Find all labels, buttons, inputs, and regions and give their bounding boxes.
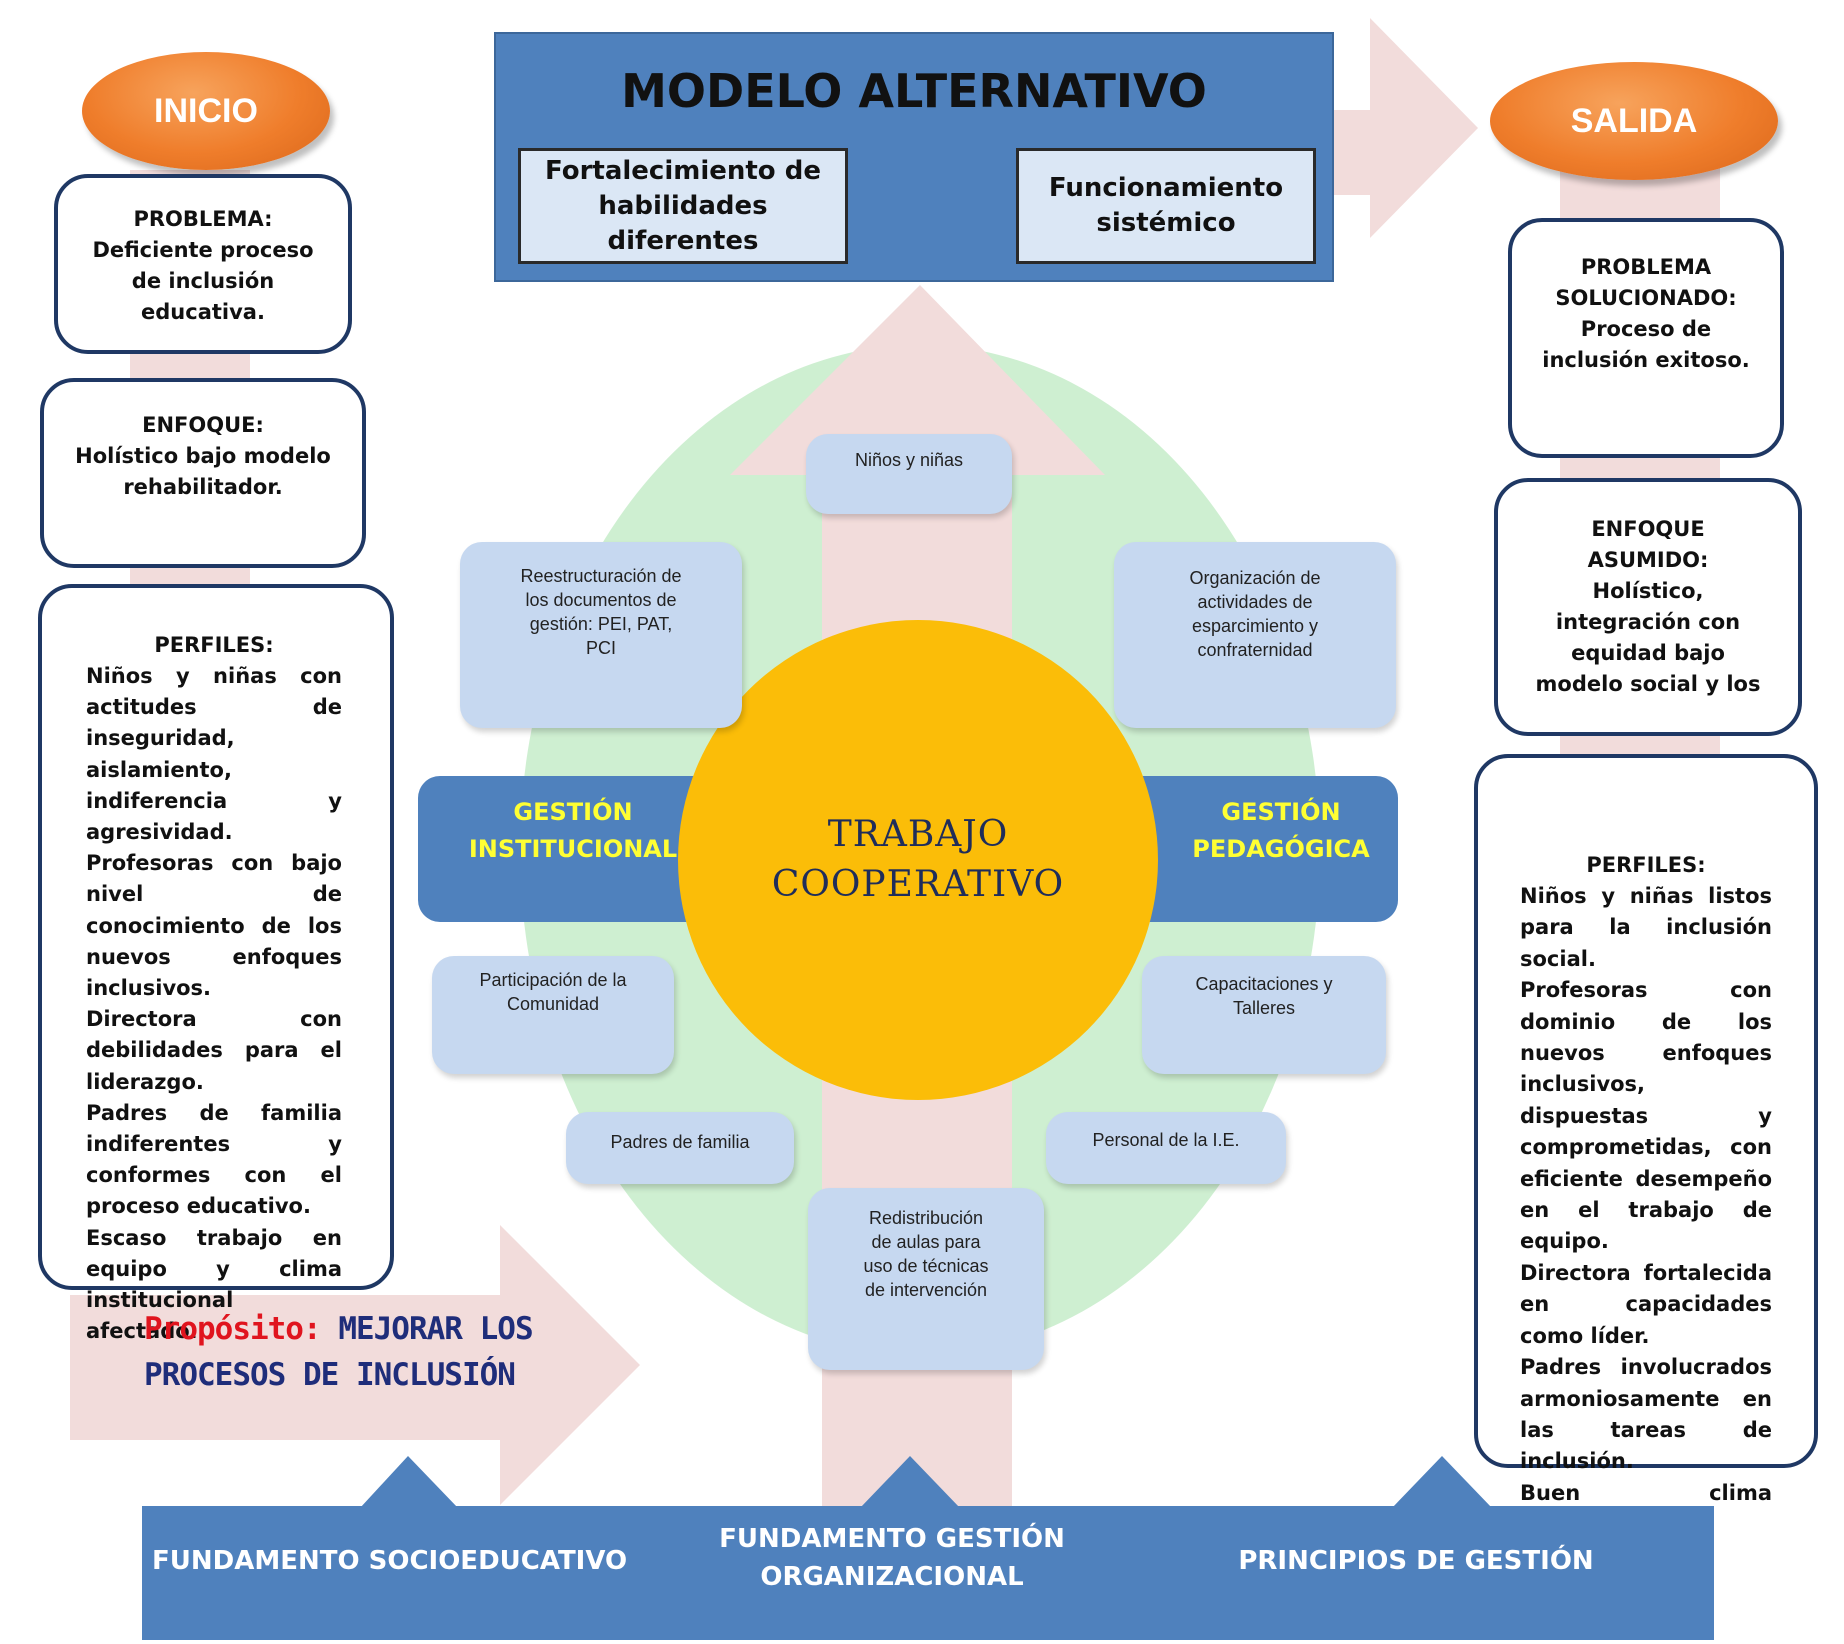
node-redistribucion-line-2: de aulas para [871, 1232, 981, 1252]
right-perfiles-p4: Padres involucrados armoniosamente en la… [1520, 1355, 1772, 1474]
gestion-pedagogica-line-1: GESTIÓN [1221, 798, 1341, 826]
left-problema-line-3: educativa. [141, 300, 265, 324]
fundamento-socioeducativo: FUNDAMENTO SOCIOEDUCATIVO [152, 1546, 628, 1576]
proposito-label: Propósito: [144, 1311, 322, 1347]
left-enfoque-box: ENFOQUE: Holístico bajo modelo rehabilit… [40, 378, 366, 568]
left-perfiles-p1: Niños y niñas con actitudes de insegurid… [86, 664, 342, 845]
bottom-bar: FUNDAMENTO SOCIOEDUCATIVO FUNDAMENTO GES… [142, 1506, 1714, 1640]
node-reestructuracion-line-4: PCI [585, 638, 616, 658]
node-personal-line-1: Personal de la I.E. [1092, 1130, 1240, 1150]
node-participacion-line-1: Participación de la [479, 970, 627, 990]
top-right-arrow [1330, 18, 1478, 238]
node-redistribucion-line-4: de intervención [864, 1280, 988, 1300]
right-enfoque-line-1: ENFOQUE [1591, 517, 1705, 541]
right-perfiles-p1: Niños y niñas listos para la inclusión s… [1520, 884, 1772, 971]
node-redistribucion: Redistribución de aulas para uso de técn… [808, 1188, 1044, 1370]
gestion-pedagogica-bar: GESTIÓN PEDAGÓGICA [1120, 776, 1398, 922]
node-organizacion-line-3: esparcimiento y [1191, 616, 1319, 636]
node-organizacion-line-1: Organización de [1189, 568, 1321, 588]
funcionamiento-line-2: sistémico [1096, 208, 1236, 238]
right-problema-box: PROBLEMA SOLUCIONADO: Proceso de inclusi… [1508, 218, 1784, 458]
node-capacitaciones-line-1: Capacitaciones y [1195, 974, 1333, 994]
right-perfiles-heading: PERFILES: [1586, 853, 1706, 877]
trabajo-cooperativo-circle: TRABAJO COOPERATIVO [678, 620, 1158, 1100]
node-capacitaciones-line-2: Talleres [1232, 998, 1295, 1018]
node-ninos: Niños y niñas [806, 434, 1012, 514]
bottom-triangle-center [860, 1456, 960, 1508]
proposito-text: Propósito: MEJORAR LOS PROCESOS DE INCLU… [144, 1306, 534, 1398]
inicio-oval: INICIO [82, 52, 330, 170]
inicio-label: INICIO [154, 91, 258, 130]
left-enfoque-line-1: Holístico bajo modelo [75, 444, 331, 468]
principios-de-gestion: PRINCIPIOS DE GESTIÓN [1238, 1546, 1594, 1576]
node-organizacion-line-2: actividades de [1197, 592, 1313, 612]
funcionamiento-line-1: Funcionamiento [1048, 173, 1284, 203]
gestion-institucional-line-2: INSTITUCIONAL [468, 835, 678, 863]
fundamento-gestion-line-2: ORGANIZACIONAL [760, 1562, 1024, 1592]
left-perfiles-box: PERFILES: Niños y niñas con actitudes de… [38, 584, 394, 1343]
left-problema-heading: PROBLEMA: [133, 207, 273, 231]
node-organizacion-line-4: confraternidad [1197, 640, 1313, 660]
right-perfiles-p2: Profesoras con dominio de los nuevos enf… [1520, 978, 1772, 1254]
left-enfoque-heading: ENFOQUE: [142, 413, 264, 437]
funcionamiento-box: Funcionamiento sistémico [1016, 148, 1316, 264]
circle-line-2: COOPERATIVO [771, 864, 1065, 905]
right-problema-line-2: SOLUCIONADO: [1555, 286, 1737, 310]
right-perfiles-p3: Directora fortalecida en capacidades com… [1520, 1260, 1772, 1348]
left-perfiles-p2: Profesoras con bajo nivel de conocimient… [86, 851, 342, 1001]
left-perfiles-p4: Padres de familia indiferentes y conform… [86, 1100, 342, 1219]
fortalecimiento-box: Fortalecimiento de habilidades diferente… [518, 148, 848, 264]
fundamento-gestion: FUNDAMENTO GESTIÓN ORGANIZACIONAL [712, 1520, 1072, 1596]
right-enfoque-line-6: modelo social y los [1535, 672, 1761, 696]
right-enfoque-line-4: integración con [1555, 610, 1741, 634]
left-problema-line-1: Deficiente proceso [92, 238, 314, 262]
gestion-pedagogica-line-2: PEDAGÓGICA [1192, 835, 1370, 863]
right-problema-line-3: Proceso de [1580, 317, 1712, 341]
fortalecimiento-line-1: Fortalecimiento de [545, 155, 821, 186]
right-problema-line-4: inclusión exitoso. [1542, 348, 1750, 372]
node-reestructuracion-line-2: los documentos de [525, 590, 677, 610]
node-ninos-line-1: Niños y niñas [854, 450, 964, 470]
node-redistribucion-line-1: Redistribución [868, 1208, 984, 1228]
proposito-text-2: PROCESOS DE INCLUSIÓN [144, 1357, 516, 1393]
node-participacion-line-2: Comunidad [506, 994, 600, 1014]
left-perfiles-p3: Directora con debilidades para el lidera… [86, 1007, 342, 1094]
left-enfoque-line-2: rehabilitador. [123, 475, 283, 499]
circle-line-1: TRABAJO [827, 814, 1009, 855]
node-organizacion: Organización de actividades de esparcimi… [1114, 542, 1396, 728]
proposito-arrow [70, 1225, 640, 1505]
right-enfoque-box: ENFOQUE ASUMIDO: Holístico, integración … [1494, 478, 1802, 736]
modelo-title: MODELO ALTERNATIVO [621, 64, 1207, 118]
left-problema-line-2: de inclusión [131, 269, 275, 293]
proposito-text-1: MEJORAR LOS [338, 1311, 533, 1347]
modelo-alternativo-banner: MODELO ALTERNATIVO Fortalecimiento de ha… [494, 32, 1334, 282]
node-redistribucion-line-3: uso de técnicas [863, 1256, 989, 1276]
left-perfiles-heading: PERFILES: [154, 633, 274, 657]
node-personal: Personal de la I.E. [1046, 1112, 1286, 1184]
node-capacitaciones: Capacitaciones y Talleres [1142, 956, 1386, 1074]
right-enfoque-line-2: ASUMIDO: [1587, 548, 1709, 572]
fundamento-gestion-line-1: FUNDAMENTO GESTIÓN [719, 1524, 1065, 1554]
left-perfiles-p5: Escaso trabajo en equipo y clima institu… [86, 1225, 342, 1344]
salida-label: SALIDA [1570, 101, 1698, 140]
right-perfiles-box: PERFILES: Niños y niñas listos para la i… [1474, 754, 1818, 1536]
node-padres-line-1: Padres de familia [610, 1132, 750, 1152]
right-enfoque-line-5: equidad bajo [1571, 641, 1725, 665]
gestion-institucional-line-1: GESTIÓN [513, 798, 633, 826]
right-problema-line-1: PROBLEMA [1580, 255, 1712, 279]
bottom-triangle-left [360, 1456, 458, 1508]
fortalecimiento-line-2: habilidades diferentes [598, 190, 768, 256]
node-reestructuracion: Reestructuración de los documentos de ge… [460, 542, 742, 728]
node-reestructuracion-line-3: gestión: PEI, PAT, [529, 614, 673, 634]
node-padres: Padres de familia [566, 1112, 794, 1184]
gestion-institucional-bar: GESTIÓN INSTITUCIONAL [418, 776, 718, 922]
right-enfoque-line-3: Holístico, [1592, 579, 1704, 603]
salida-oval: SALIDA [1490, 62, 1778, 180]
node-reestructuracion-line-1: Reestructuración de [520, 566, 682, 586]
bottom-triangle-right [1392, 1456, 1492, 1508]
left-problema-box: PROBLEMA: Deficiente proceso de inclusió… [54, 174, 352, 354]
node-participacion: Participación de la Comunidad [432, 956, 674, 1074]
